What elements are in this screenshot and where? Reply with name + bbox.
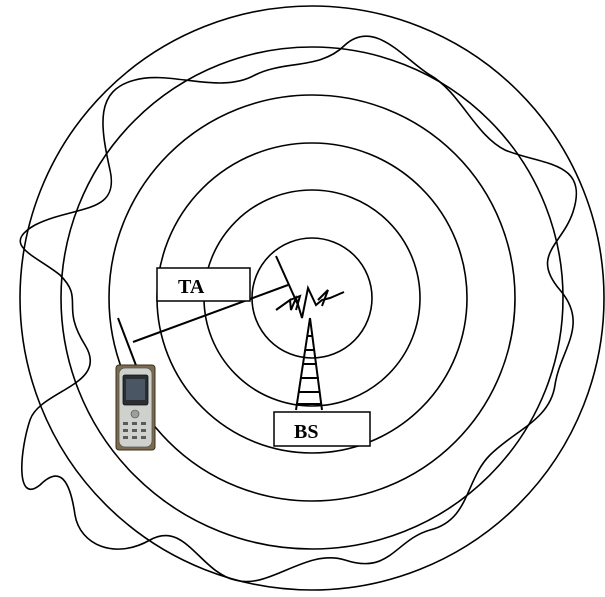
coverage-ring-4 [108, 94, 516, 502]
actual-coverage-boundary [19, 35, 578, 583]
bs-label-box [273, 411, 371, 447]
bs-label: BS [294, 421, 318, 443]
ta-label-box [156, 267, 251, 302]
coverage-ring-5 [60, 46, 564, 550]
timing-advance-link [132, 284, 289, 343]
mobile-antenna [117, 317, 138, 369]
coverage-ring-6 [19, 5, 605, 591]
radio-tower-icon [275, 284, 345, 411]
mobile-phone-icon [115, 364, 156, 451]
tower-signal-line [275, 255, 299, 306]
ta-label: TA [178, 276, 205, 298]
